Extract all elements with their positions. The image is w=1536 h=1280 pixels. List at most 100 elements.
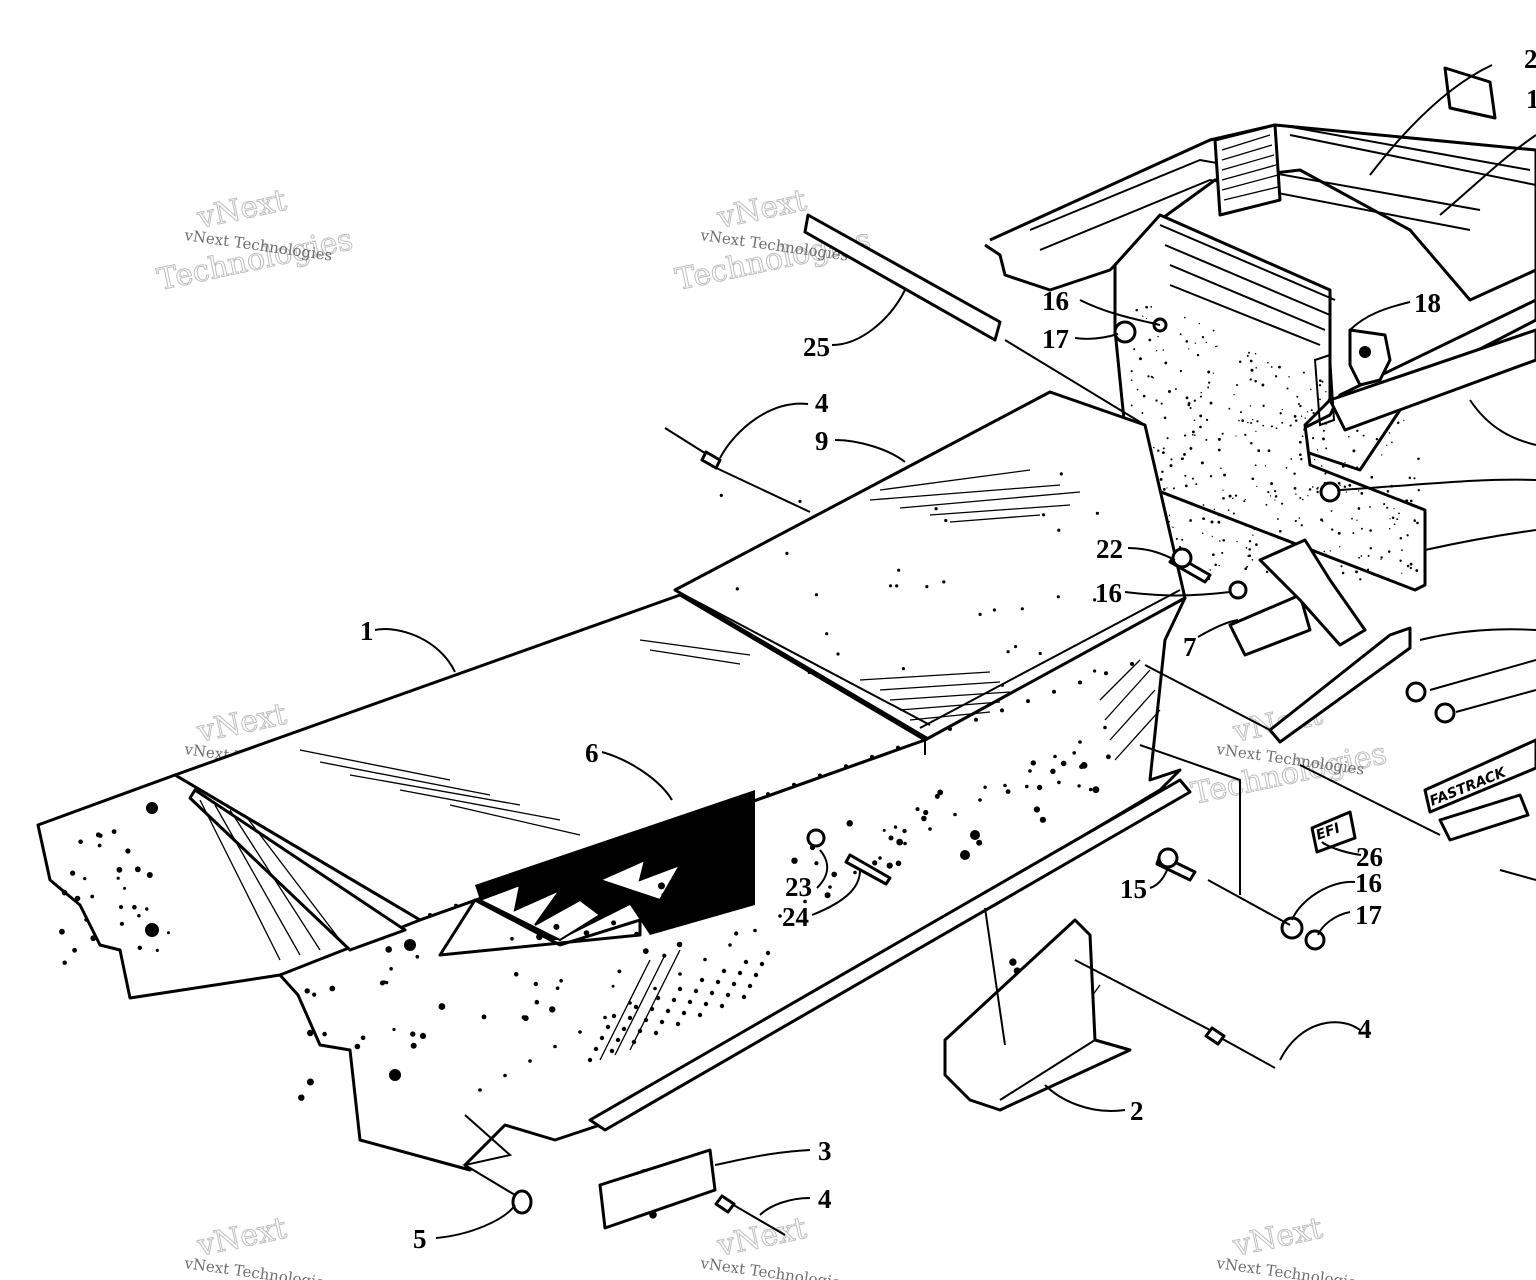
speckle-dot: [1174, 388, 1177, 390]
callout-15: 15: [1120, 874, 1147, 904]
speckle-dot: [1214, 563, 1217, 566]
rivet-hole: [384, 980, 389, 985]
watermark-bottom-right: vNext vNext Technologies: [1214, 1210, 1365, 1280]
rivet-hole: [741, 994, 747, 1000]
rivet-hole: [627, 1015, 633, 1021]
speckle-dot: [1355, 466, 1359, 469]
speckle-dot: [1278, 365, 1281, 369]
callout-24: 24: [782, 902, 809, 932]
rivet-hole: [1038, 651, 1042, 656]
speckle-dot: [1294, 419, 1298, 422]
rivet-hole: [824, 892, 831, 899]
rivet-hole: [747, 983, 753, 989]
rivet-hole: [84, 917, 89, 922]
speckle-dot: [1409, 562, 1413, 566]
rivet-hole: [166, 931, 170, 935]
rivet-hole: [974, 717, 978, 722]
speckle-dot: [1325, 391, 1327, 393]
rivet-hole: [818, 773, 822, 778]
speckle-dot: [1168, 514, 1171, 517]
rivet-hole: [846, 820, 853, 827]
speckle-dot: [1409, 499, 1413, 503]
speckle-dot: [1324, 553, 1328, 557]
rivet-hole: [1053, 754, 1057, 759]
rivet-hole: [992, 608, 997, 612]
speckle-dot: [1398, 512, 1400, 515]
speckle-dot: [1238, 360, 1242, 363]
speckle-dot: [1285, 467, 1288, 469]
speckle-dot: [1348, 483, 1352, 487]
speckle-dot: [1274, 375, 1278, 378]
callout-26: 26: [1356, 842, 1383, 872]
rivet-hole: [942, 580, 946, 584]
leader-lines: [374, 64, 1536, 1239]
speckle-dot: [1169, 464, 1173, 468]
rivet-hole: [298, 1094, 305, 1101]
speckle-dot: [1202, 504, 1205, 506]
speckle-dot: [1191, 430, 1195, 434]
rivet-hole: [737, 970, 743, 976]
speckle-dot: [1391, 516, 1395, 520]
rivet-hole: [953, 812, 957, 817]
speckle-dot: [1413, 477, 1416, 480]
speckle-dot: [1337, 531, 1341, 535]
rivet-hole: [643, 1017, 649, 1023]
speckle-dot: [1142, 315, 1144, 317]
speckle-dot: [1150, 306, 1153, 308]
speckle-dot: [1318, 384, 1322, 387]
speckle-dot: [1184, 474, 1187, 477]
rivet-hole: [549, 1006, 556, 1013]
rivet-hole: [506, 885, 510, 890]
rivet-hole: [585, 891, 592, 898]
rivet-hole: [728, 943, 732, 947]
rivet-hole: [915, 807, 920, 812]
speckle-dot: [1153, 446, 1155, 449]
speckle-dot: [1207, 370, 1211, 374]
speckle-dot: [1352, 532, 1355, 535]
svg-text:vNext Technologies: vNext Technologies: [182, 1254, 333, 1280]
speckle-dot: [1370, 475, 1374, 479]
speckle-dot: [1196, 353, 1200, 357]
rivet-hole: [583, 930, 590, 936]
speckle-dot: [1339, 546, 1341, 548]
speckle-dot: [1217, 448, 1221, 452]
rivet-hole: [898, 721, 902, 726]
speckle-dot: [1191, 433, 1194, 436]
rivet-hole: [681, 1010, 687, 1016]
speckle-dot: [1246, 354, 1249, 357]
rivet-hole: [684, 883, 690, 889]
rivet-hole: [137, 914, 141, 918]
speckle-dot: [1193, 399, 1196, 402]
rivet-hole: [814, 593, 819, 597]
speckle-dot: [1251, 477, 1255, 481]
callout-22: 22: [1096, 534, 1123, 564]
rivet-hole: [792, 782, 796, 787]
rivet-hole: [521, 1015, 526, 1020]
rivet-hole: [1028, 769, 1032, 773]
speckle-dot: [1343, 485, 1347, 488]
rivet-hole: [125, 848, 131, 854]
rivet-hole: [662, 829, 666, 834]
rivet-hole: [1104, 671, 1108, 676]
speckle-dot: [1409, 566, 1413, 570]
speckle-dot: [1267, 491, 1270, 494]
speckle-dot: [1369, 546, 1373, 550]
speckle-dot: [1393, 508, 1395, 510]
speckle-dot: [1294, 519, 1297, 523]
rivet-hole: [878, 856, 882, 860]
speckle-dot: [1290, 458, 1293, 460]
rivet-hole: [853, 870, 857, 875]
rivet-hole: [603, 1015, 607, 1020]
speckle-dot: [1293, 472, 1296, 475]
rivet-hole: [419, 1032, 427, 1039]
rivet-hole: [793, 660, 797, 664]
rivet-hole: [503, 1073, 507, 1078]
rivet-hole: [1078, 680, 1082, 685]
rivet-hole: [735, 587, 739, 591]
speckle-dot: [1321, 380, 1324, 383]
callout-17-top: 17: [1042, 324, 1069, 354]
speckle-dot: [1190, 504, 1192, 506]
rivet-hole: [610, 847, 614, 852]
speckle-dot: [1162, 488, 1166, 491]
